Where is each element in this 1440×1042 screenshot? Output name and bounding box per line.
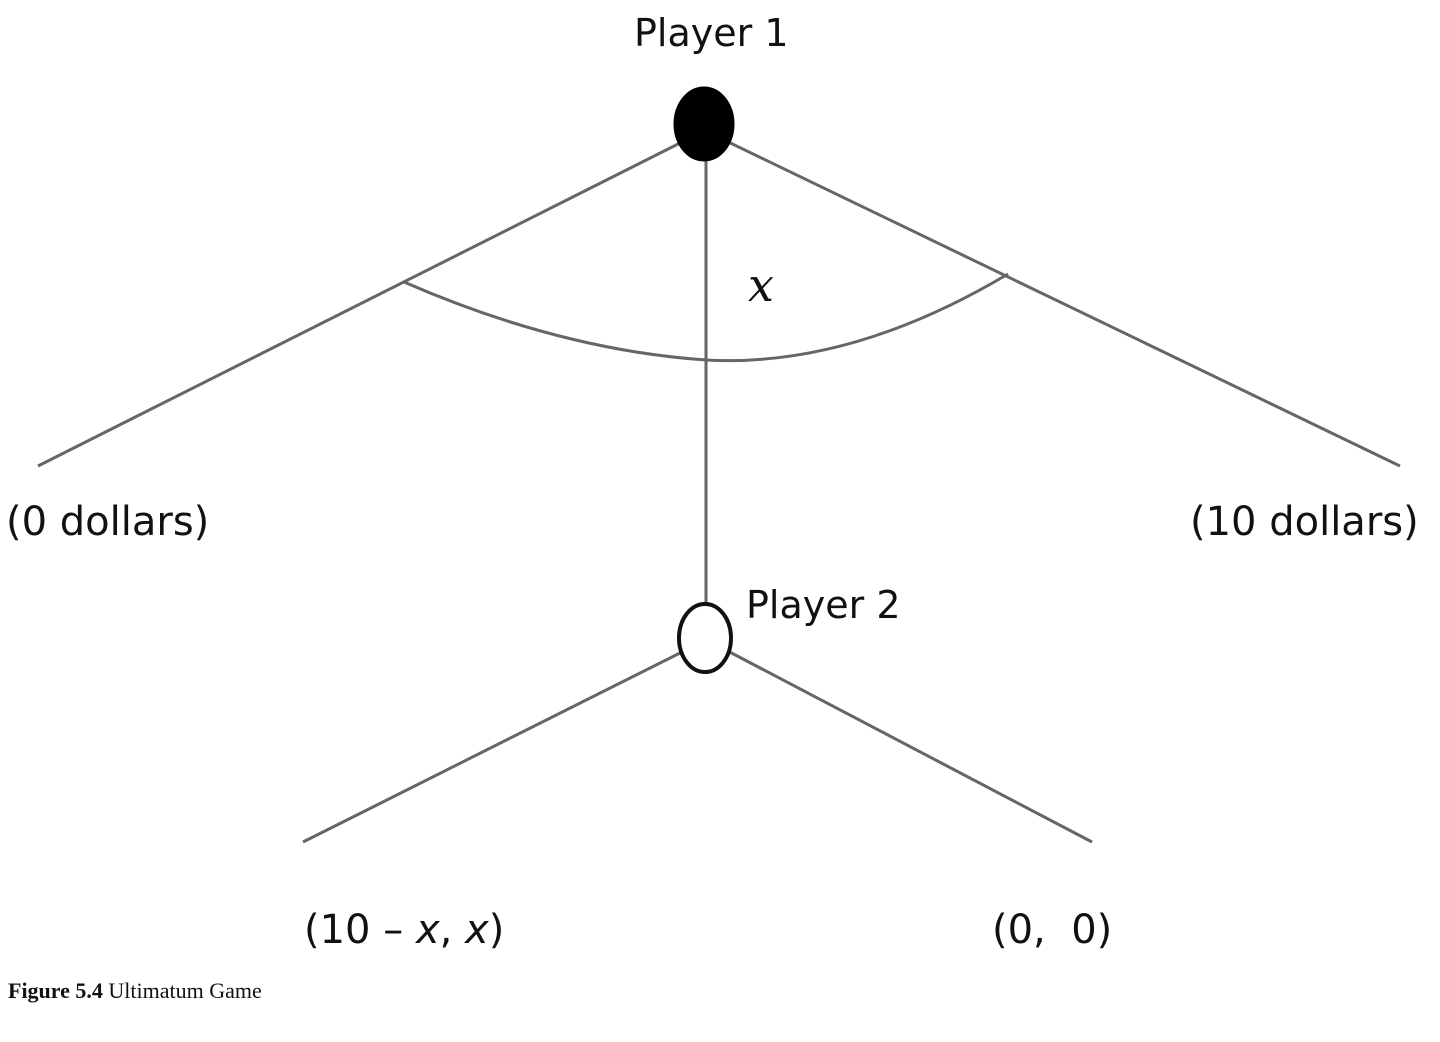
player2-label: Player 2 <box>746 583 901 627</box>
figure-title: Ultimatum Game <box>108 978 262 1003</box>
payoff-accept-open: (10 – <box>304 907 416 953</box>
offer-variable-x: x <box>748 258 774 312</box>
payoff-accept: (10 – x, x) <box>304 910 504 950</box>
figure-caption: Figure 5.4 Ultimatum Game <box>8 980 262 1002</box>
branch-left-zero <box>37 136 691 468</box>
offer-range-arc <box>403 272 1009 363</box>
payoff-accept-x2: x <box>465 907 489 953</box>
branch-right-ten <box>719 136 1401 468</box>
payoff-accept-close: ) <box>488 907 505 953</box>
player2-node <box>677 602 733 674</box>
figure-number: Figure 5.4 <box>8 978 103 1003</box>
branch-accept <box>302 646 691 844</box>
player1-label: Player 1 <box>634 11 789 55</box>
player1-node <box>673 86 735 162</box>
branch-label-left: (0 dollars) <box>6 499 210 545</box>
payoff-accept-sep: , <box>439 907 466 953</box>
branch-reject <box>721 646 1093 844</box>
payoff-reject: (0, 0) <box>992 907 1113 953</box>
payoff-accept-x1: x <box>415 907 440 953</box>
branch-label-right: (10 dollars) <box>1190 499 1419 545</box>
